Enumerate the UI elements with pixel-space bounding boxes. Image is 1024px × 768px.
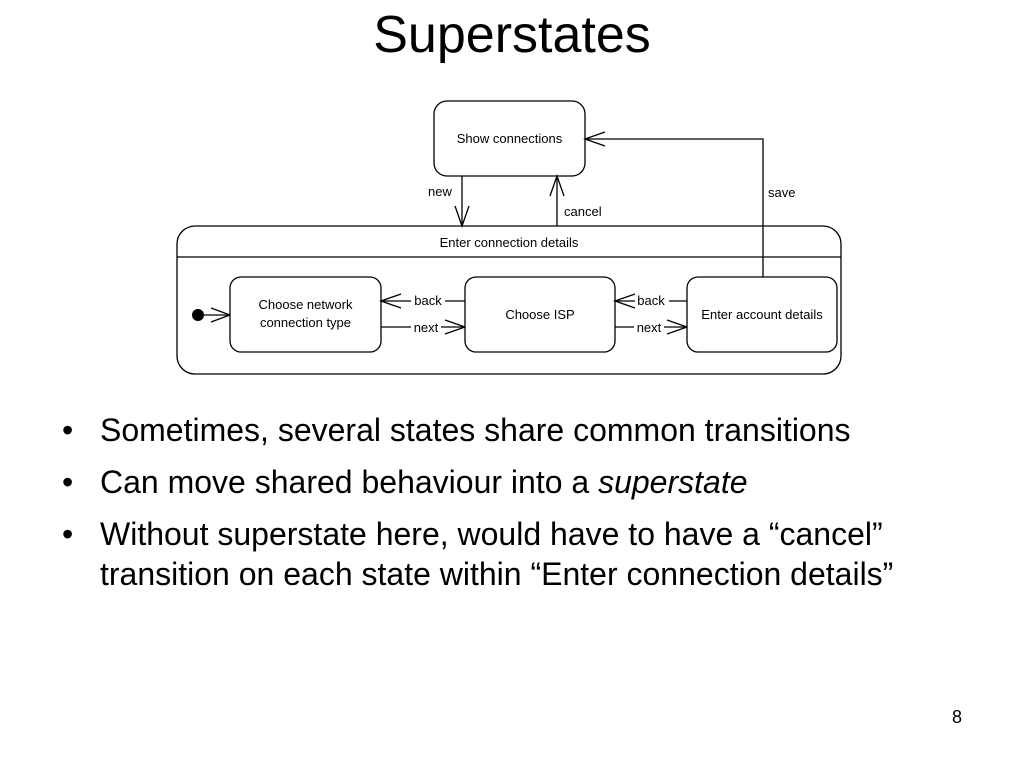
transition-cancel-arrowhead bbox=[549, 174, 565, 197]
state-enter-account-details bbox=[686, 276, 838, 353]
state-diagram: Show connections new cancel save Enter c… bbox=[176, 100, 842, 375]
transition-back-2-label-bg bbox=[635, 292, 669, 308]
bullet-item-3: • Without superstate here, would have to… bbox=[56, 514, 956, 594]
bullet-marker: • bbox=[62, 516, 74, 552]
state-choose-network-label-line2: connection type bbox=[260, 315, 351, 330]
transition-back-2-label: back bbox=[637, 293, 665, 308]
bullet-text-2-emphasis: superstate bbox=[598, 464, 748, 500]
transition-new-label: new bbox=[428, 184, 452, 199]
bullet-text-3: Without superstate here, would have to h… bbox=[100, 516, 894, 592]
state-choose-network-label-line1: Choose network bbox=[259, 297, 353, 312]
transition-save-arrowhead bbox=[583, 131, 606, 147]
transition-back-1-label: back bbox=[414, 293, 442, 308]
transition-back-1-arrowhead bbox=[379, 293, 402, 309]
transition-next-1-label-bg bbox=[411, 319, 441, 335]
bullet-marker: • bbox=[62, 412, 74, 448]
bullet-text-2: Can move shared behaviour into a bbox=[100, 464, 599, 500]
transition-cancel-label: cancel bbox=[564, 204, 602, 219]
superstate-enter-connection-details bbox=[176, 225, 842, 375]
state-choose-isp bbox=[464, 276, 616, 353]
superstate-label: Enter connection details bbox=[440, 235, 579, 250]
page-number: 8 bbox=[951, 707, 962, 727]
state-enter-account-details-label: Enter account details bbox=[701, 307, 823, 322]
bullet-item-2: • Can move shared behaviour into a super… bbox=[56, 462, 956, 502]
transition-next-2-label: next bbox=[637, 320, 662, 335]
transition-back-1-label-bg bbox=[411, 292, 445, 308]
transition-next-2-label-bg bbox=[634, 319, 664, 335]
slide-title: Superstates bbox=[373, 6, 651, 64]
state-show-connections-label: Show connections bbox=[457, 131, 563, 146]
bullet-text-1: Sometimes, several states share common t… bbox=[100, 412, 851, 448]
transition-save bbox=[585, 138, 764, 277]
bullet-marker: • bbox=[62, 464, 74, 500]
transition-next-1-label: next bbox=[414, 320, 439, 335]
bullet-item-1: • Sometimes, several states share common… bbox=[56, 410, 956, 450]
initial-state-dot bbox=[192, 309, 204, 321]
state-choose-isp-label: Choose ISP bbox=[505, 307, 574, 322]
transition-save-label: save bbox=[768, 185, 795, 200]
state-choose-network bbox=[229, 276, 382, 353]
bullet-list: • Sometimes, several states share common… bbox=[56, 410, 956, 606]
transition-back-2-arrowhead bbox=[613, 293, 636, 309]
